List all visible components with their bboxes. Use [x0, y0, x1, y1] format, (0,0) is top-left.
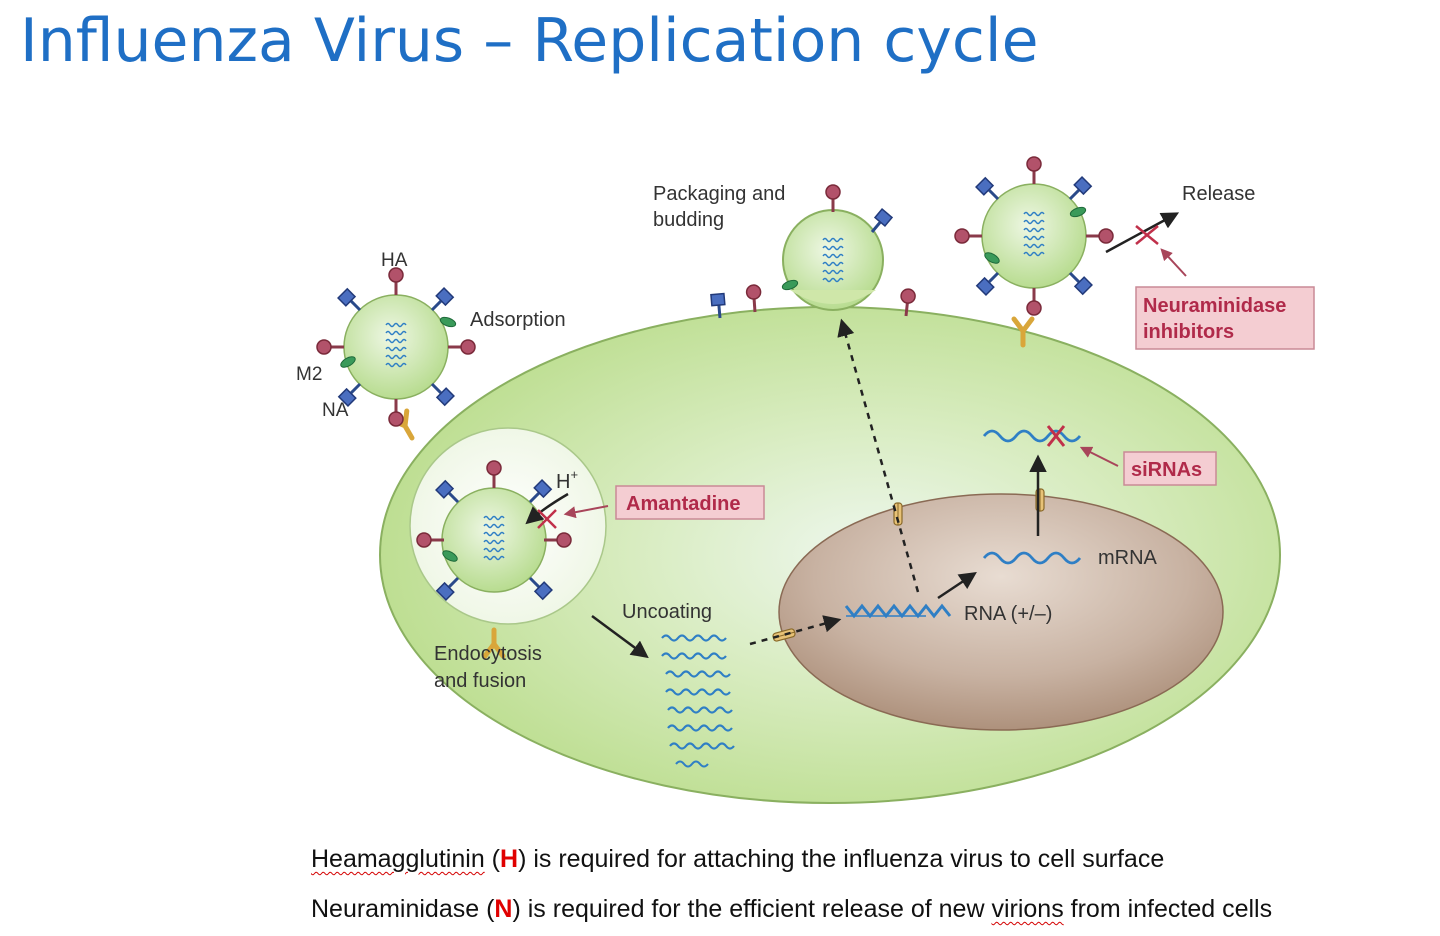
notes: Heamagglutinin (H) is required for attac… [311, 834, 1272, 934]
endocytosis-label-line1: Endocytosis [434, 643, 542, 665]
nucleus [771, 488, 1224, 731]
na-label: NA [322, 400, 349, 421]
mrna-label: mRNA [1098, 547, 1158, 569]
inhibition-marks [537, 225, 1187, 529]
cytoplasm-mrna [982, 425, 1082, 447]
uncoating-label: Uncoating [622, 601, 712, 623]
m2-label: M2 [296, 364, 322, 385]
endosome [409, 427, 607, 656]
adsorbing-virion [315, 266, 477, 428]
replication-cycle-diagram: Amantadine Neuraminidase inhibitors siRN… [296, 155, 1315, 804]
drug-sirnas: siRNAs [1123, 451, 1217, 486]
note-neuraminidase: Neuraminidase (N) is required for the ef… [311, 895, 1273, 923]
packaging-label-line2: budding [653, 209, 724, 231]
rna-label: RNA (+/–) [964, 603, 1052, 625]
sirnas-label: siRNAs [1131, 459, 1202, 481]
note-term: Neuraminidase [311, 895, 480, 923]
mrna-strand [982, 551, 1082, 565]
note-haemagglutinin: Heamagglutinin (H) is required for attac… [311, 845, 1165, 873]
note-letter: H [500, 845, 519, 873]
packaging-label-line1: Packaging and [653, 183, 785, 205]
nuclear-rna [844, 603, 952, 619]
ha-label: HA [381, 250, 408, 271]
note-letter: N [494, 895, 513, 923]
slide-title: Influenza Virus – Replication cycle [20, 6, 1039, 76]
amantadine-label: Amantadine [626, 493, 740, 515]
process-arrows [525, 212, 1180, 659]
endocytosis-label-line2: and fusion [434, 670, 526, 692]
release-label: Release [1182, 183, 1255, 205]
drug-amantadine: Amantadine [615, 485, 765, 520]
note-word: virions [991, 895, 1064, 923]
released-virion [953, 155, 1115, 317]
drug-neuraminidase-inhibitors: Neuraminidase inhibitors [1135, 286, 1315, 350]
note-term: Heamagglutinin [311, 845, 485, 873]
h-plus-label: H+ [556, 467, 578, 493]
neuraminidase-inhibitors-line1: Neuraminidase [1143, 295, 1286, 317]
neuraminidase-inhibitors-line2: inhibitors [1143, 321, 1234, 343]
adsorption-label: Adsorption [470, 309, 566, 331]
